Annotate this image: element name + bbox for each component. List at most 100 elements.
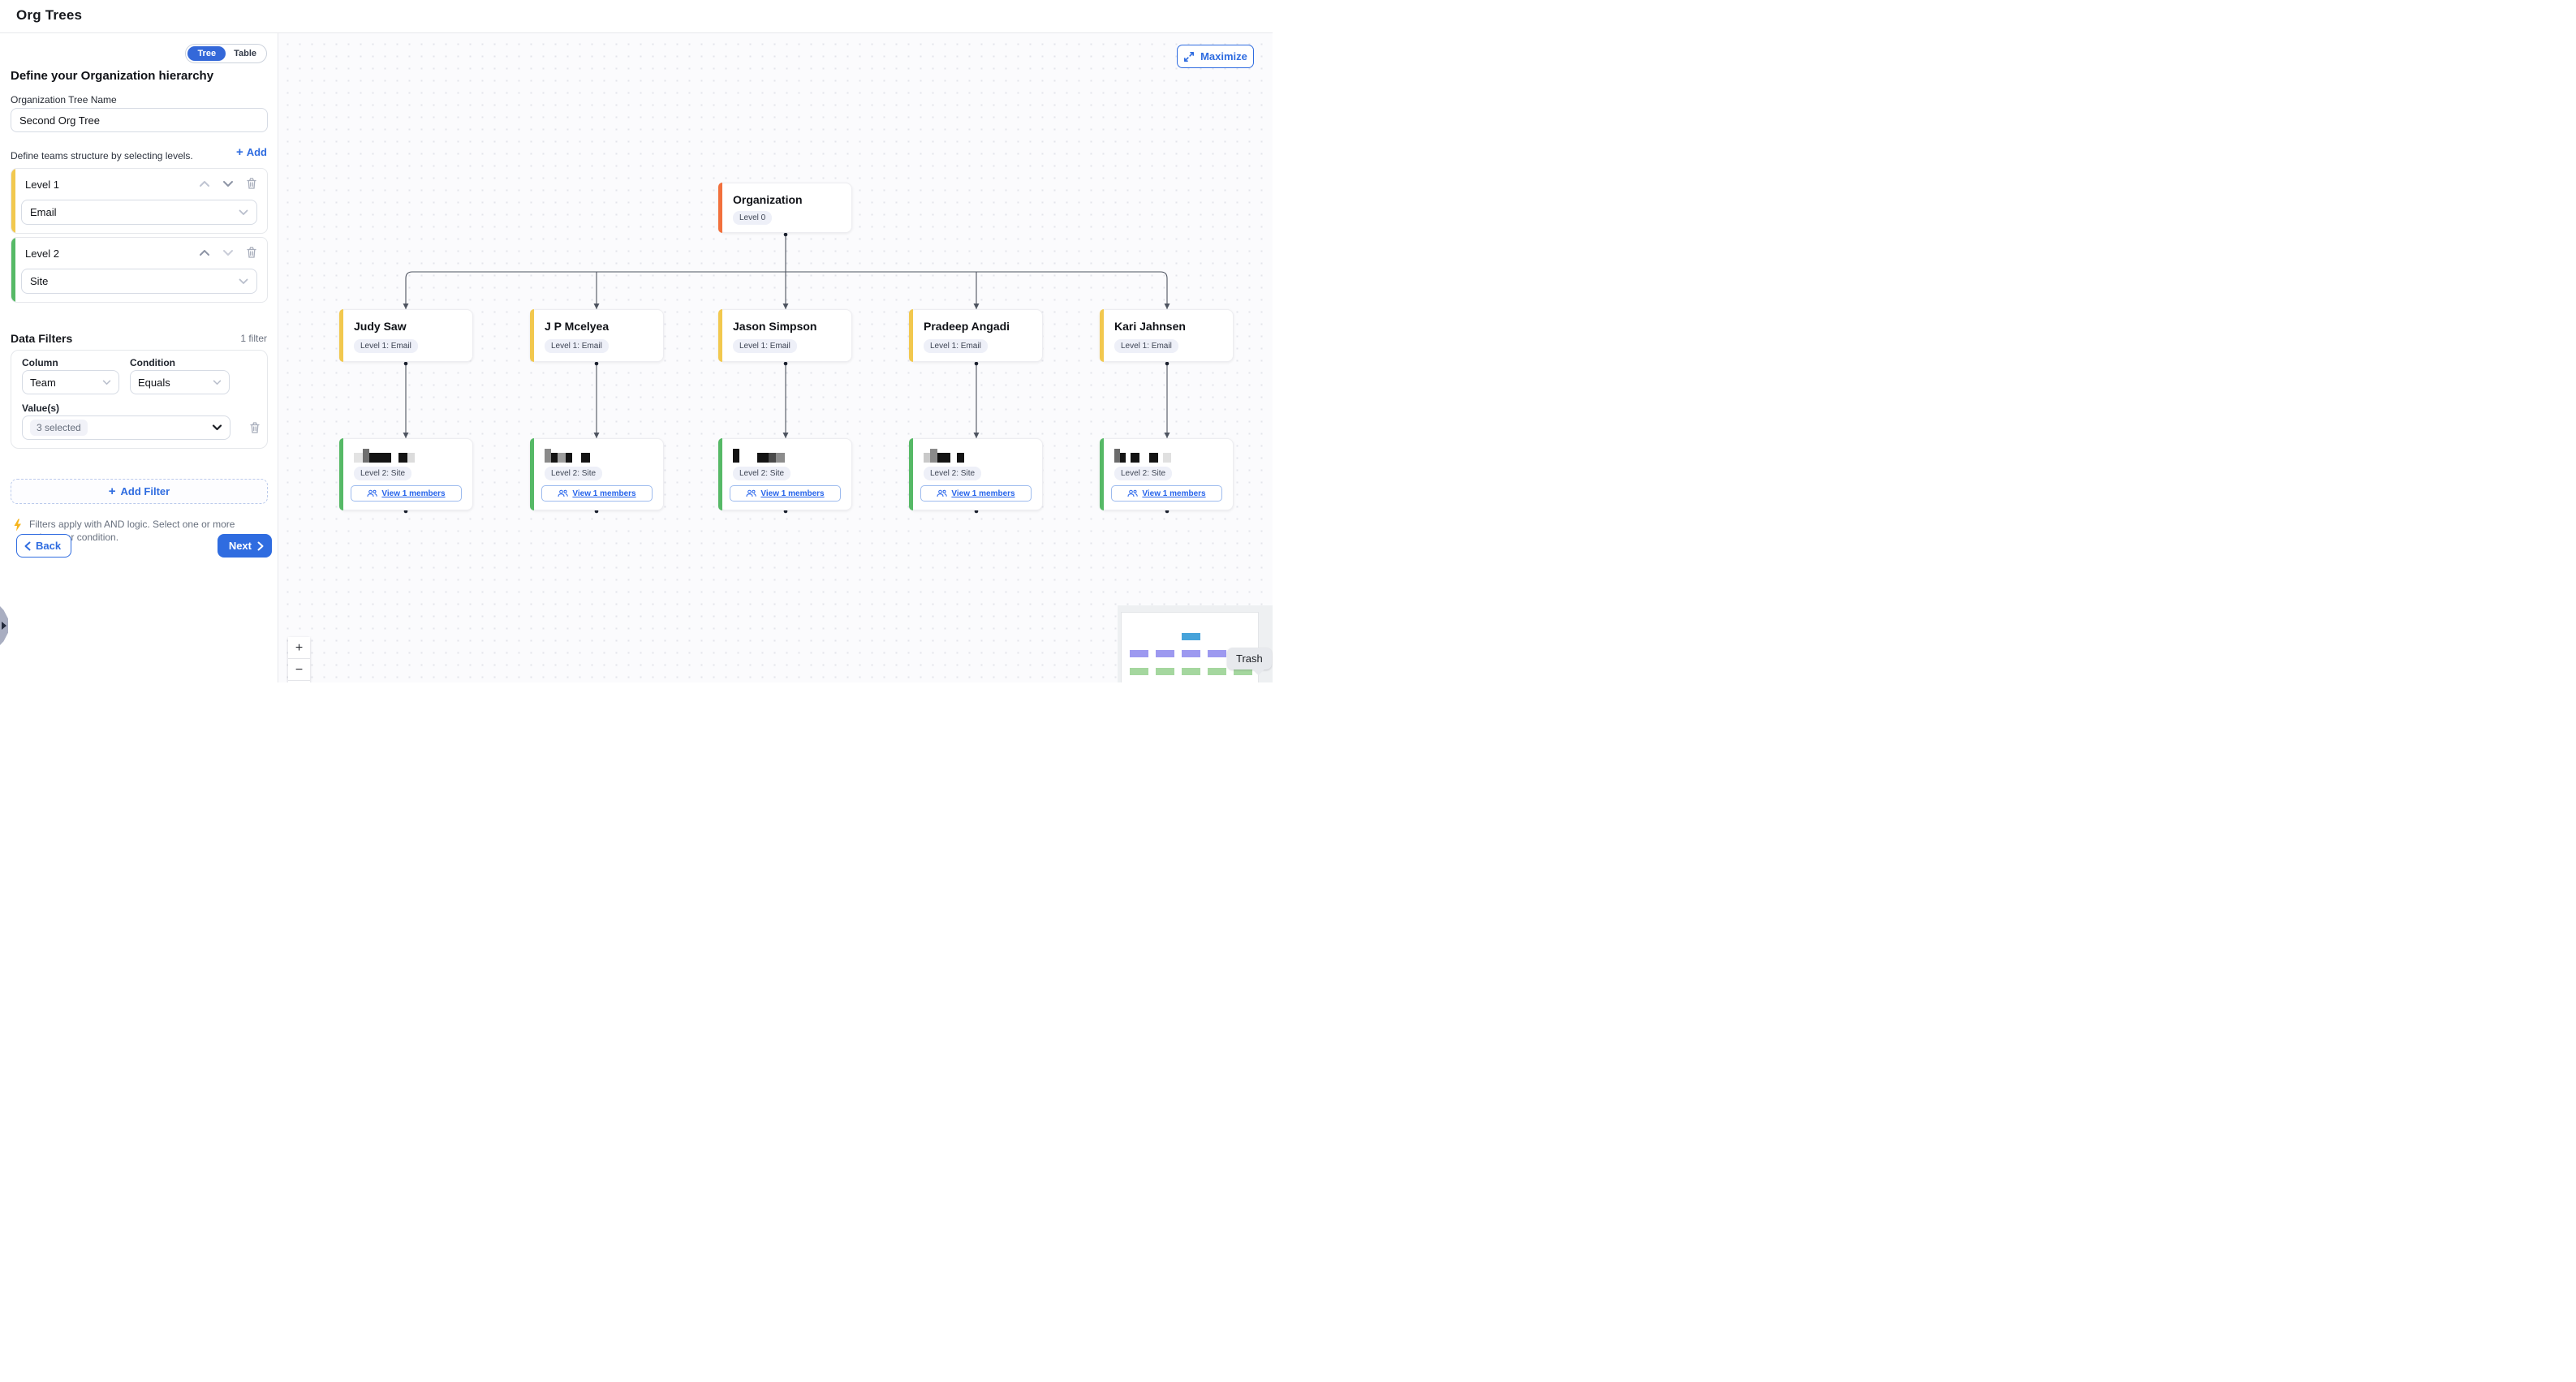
org-node-level1[interactable]: Jason Simpson Level 1: Email bbox=[718, 309, 852, 362]
page-title: Org Trees bbox=[16, 7, 83, 23]
node-accent bbox=[339, 309, 343, 362]
trash-icon bbox=[247, 178, 256, 189]
view-members-button[interactable]: View 1 members bbox=[920, 485, 1032, 502]
level1-accent-bar bbox=[11, 169, 15, 233]
data-filters-title: Data Filters bbox=[11, 332, 73, 345]
org-node-level2[interactable]: Level 2: Site View 1 members bbox=[909, 438, 1043, 510]
drawer-expand-handle[interactable] bbox=[0, 606, 8, 645]
view-members-button[interactable]: View 1 members bbox=[541, 485, 653, 502]
node-level-badge: Level 2: Site bbox=[545, 467, 603, 480]
redacted-node-name bbox=[924, 449, 964, 463]
org-node-level1[interactable]: Kari Jahnsen Level 1: Email bbox=[1100, 309, 1234, 362]
plus-icon: + bbox=[235, 145, 243, 159]
chevron-down-icon bbox=[239, 209, 248, 215]
maximize-button[interactable]: Maximize bbox=[1177, 45, 1254, 68]
trash-icon bbox=[247, 247, 256, 258]
view-members-label: View 1 members bbox=[760, 489, 825, 498]
level-card-1: Level 1 Email bbox=[11, 168, 268, 234]
view-members-label: View 1 members bbox=[381, 489, 446, 498]
trash-tooltip: Trash bbox=[1227, 648, 1272, 669]
node-accent bbox=[718, 438, 722, 510]
redacted-node-name bbox=[1114, 449, 1171, 463]
condition-select[interactable]: Equals bbox=[130, 370, 230, 394]
node-accent bbox=[530, 438, 534, 510]
zoom-out-button[interactable]: − bbox=[288, 659, 310, 681]
view-members-button[interactable]: View 1 members bbox=[351, 485, 462, 502]
add-filter-label: Add Filter bbox=[120, 485, 170, 497]
toggle-table[interactable]: Table bbox=[226, 46, 265, 61]
condition-value: Equals bbox=[138, 376, 170, 389]
app-header: Org Trees bbox=[0, 0, 1273, 33]
org-node-level1[interactable]: Judy Saw Level 1: Email bbox=[339, 309, 473, 362]
level1-column-value: Email bbox=[30, 206, 57, 218]
tree-name-input[interactable] bbox=[11, 108, 268, 132]
chevron-left-icon bbox=[24, 541, 31, 550]
node-accent bbox=[718, 309, 722, 362]
org-node-level1[interactable]: J P Mcelyea Level 1: Email bbox=[530, 309, 664, 362]
org-node-level1[interactable]: Pradeep Angadi Level 1: Email bbox=[909, 309, 1043, 362]
org-node-level2[interactable]: Level 2: Site View 1 members bbox=[718, 438, 852, 510]
level1-title: Level 1 bbox=[25, 179, 59, 191]
column-select[interactable]: Team bbox=[22, 370, 119, 394]
org-node-root[interactable]: Organization Level 0 bbox=[718, 183, 852, 233]
add-level-button[interactable]: + Add bbox=[236, 146, 267, 158]
sidebar-heading: Define your Organization hierarchy bbox=[11, 69, 214, 83]
chevron-down-icon bbox=[239, 278, 248, 284]
level2-column-select[interactable]: Site bbox=[21, 269, 257, 294]
zoom-controls: + − bbox=[288, 637, 310, 682]
org-node-level2[interactable]: Level 2: Site View 1 members bbox=[530, 438, 664, 510]
toggle-tree[interactable]: Tree bbox=[187, 46, 226, 61]
node-name: J P Mcelyea bbox=[545, 320, 610, 333]
view-toggle: Tree Table bbox=[185, 44, 267, 63]
node-accent bbox=[909, 309, 913, 362]
zoom-in-button[interactable]: + bbox=[288, 637, 310, 659]
minimap-level2-node bbox=[1234, 668, 1252, 675]
minimap[interactable] bbox=[1118, 605, 1273, 682]
level2-column-value: Site bbox=[30, 275, 49, 287]
node-name: Kari Jahnsen bbox=[1114, 320, 1186, 333]
trash-icon bbox=[250, 422, 260, 433]
delete-level-button[interactable] bbox=[246, 246, 257, 259]
move-up-button[interactable] bbox=[199, 180, 210, 187]
node-name: Jason Simpson bbox=[733, 320, 817, 333]
node-level-badge: Level 2: Site bbox=[924, 467, 982, 480]
org-node-level2[interactable]: Level 2: Site View 1 members bbox=[339, 438, 473, 510]
node-accent bbox=[718, 183, 722, 233]
level2-accent-bar bbox=[11, 238, 15, 302]
move-down-button[interactable] bbox=[222, 249, 234, 256]
chevron-up-icon bbox=[200, 249, 209, 256]
add-filter-button[interactable]: + Add Filter bbox=[11, 479, 268, 504]
next-button[interactable]: Next bbox=[217, 534, 272, 558]
fit-view-button[interactable] bbox=[288, 681, 310, 682]
chevron-up-icon bbox=[200, 180, 209, 187]
back-button[interactable]: Back bbox=[16, 534, 72, 558]
minimap-level2-node bbox=[1130, 668, 1148, 675]
delete-level-button[interactable] bbox=[246, 177, 257, 190]
org-node-level2[interactable]: Level 2: Site View 1 members bbox=[1100, 438, 1234, 510]
node-level-badge: Level 2: Site bbox=[354, 467, 412, 480]
tree-name-label: Organization Tree Name bbox=[11, 94, 117, 105]
maximize-label: Maximize bbox=[1200, 50, 1247, 62]
node-level-badge: Level 0 bbox=[733, 211, 773, 225]
delete-filter-button[interactable] bbox=[249, 421, 261, 434]
filter-count: 1 filter bbox=[240, 333, 267, 344]
move-up-button[interactable] bbox=[199, 249, 210, 256]
people-icon bbox=[746, 489, 757, 497]
values-select[interactable]: 3 selected bbox=[22, 415, 230, 440]
chevron-right-icon bbox=[257, 541, 264, 550]
minimap-root-node bbox=[1182, 633, 1200, 640]
back-label: Back bbox=[36, 540, 62, 552]
level-card-2: Level 2 Site bbox=[11, 237, 268, 303]
sidebar-panel: Tree Table Define your Organization hier… bbox=[0, 33, 278, 682]
expand-icon bbox=[1184, 51, 1195, 62]
view-members-button[interactable]: View 1 members bbox=[1111, 485, 1222, 502]
node-accent bbox=[1100, 309, 1104, 362]
level1-column-select[interactable]: Email bbox=[21, 200, 257, 225]
people-icon bbox=[937, 489, 948, 497]
org-tree-canvas[interactable]: Maximize Organization bbox=[278, 33, 1273, 682]
chevron-down-icon bbox=[213, 380, 222, 385]
node-name: Judy Saw bbox=[354, 320, 407, 333]
view-members-button[interactable]: View 1 members bbox=[730, 485, 841, 502]
move-down-button[interactable] bbox=[222, 180, 234, 187]
view-members-label: View 1 members bbox=[951, 489, 1015, 498]
